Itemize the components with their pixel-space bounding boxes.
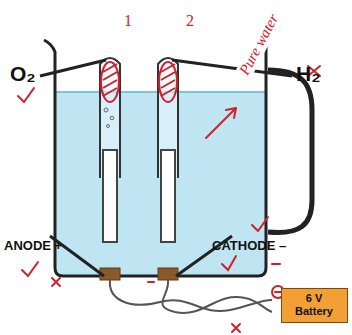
gas-hatching [101, 62, 177, 102]
battery-label: 6 V Battery [286, 292, 342, 317]
callout-number: 1 [124, 12, 132, 30]
battery-box: 6 V Battery [281, 288, 348, 323]
leader-line [40, 60, 106, 76]
wire [110, 280, 272, 311]
handwritten-marks [18, 66, 320, 332]
wire [162, 280, 272, 313]
electrode-terminal [158, 268, 178, 280]
part-label: H₂ [296, 62, 321, 86]
beaker-handle [268, 70, 312, 233]
electrode [161, 150, 175, 242]
gas-bubbles [104, 108, 114, 128]
part-label: CATHODE – [212, 238, 286, 253]
electrode [103, 150, 117, 242]
leader-line [172, 60, 292, 76]
part-label: ANODE + [4, 238, 62, 253]
callout-number: 2 [186, 12, 194, 30]
part-label: O₂ [10, 62, 36, 86]
